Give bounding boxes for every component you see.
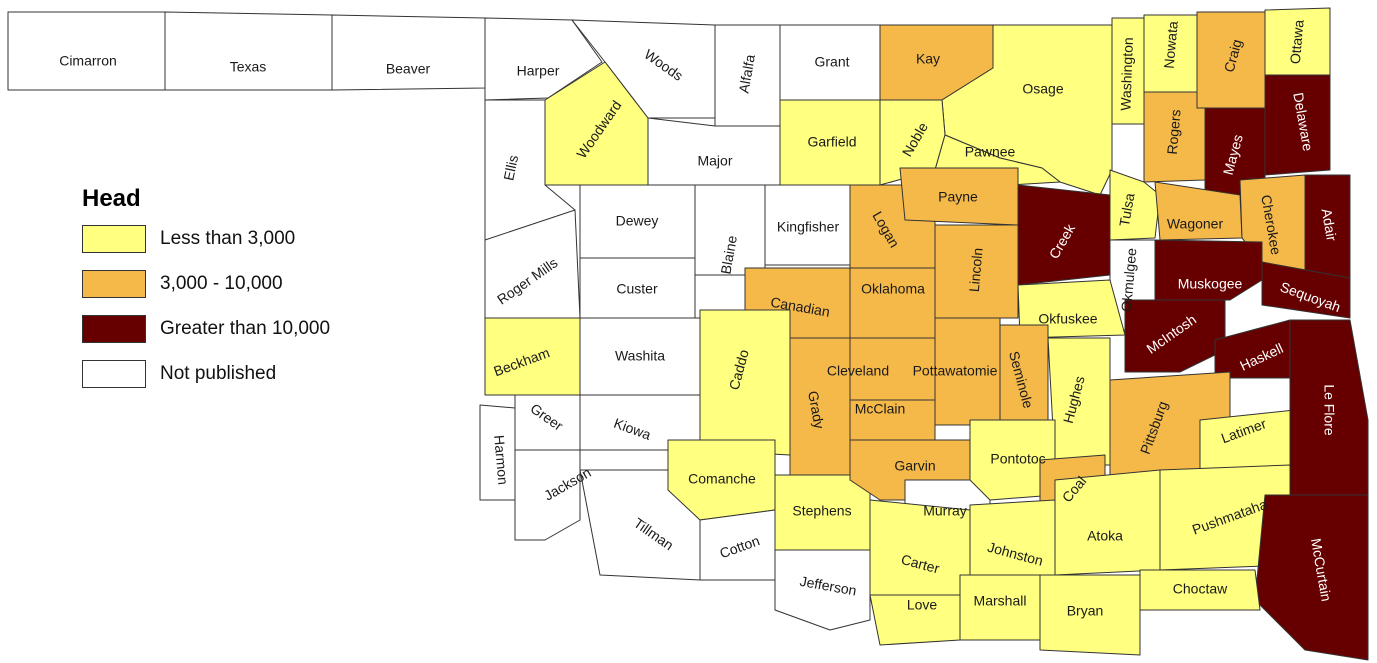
- legend-swatch-low: [82, 225, 146, 253]
- legend-swatch-mid: [82, 270, 146, 298]
- county-choctaw: [1139, 569, 1261, 611]
- county-label-adair: Adair: [1319, 207, 1340, 242]
- county-caddo: [699, 309, 791, 456]
- county-label-pontotoc: Pontotoc: [990, 451, 1045, 467]
- county-label-pottawatomie: Pottawatomie: [913, 363, 998, 379]
- county-label-alfalfa: Alfalfa: [735, 53, 758, 94]
- county-label-dewey: Dewey: [616, 213, 659, 229]
- county-label-garfield: Garfield: [807, 134, 856, 150]
- county-jefferson: [774, 549, 871, 631]
- county-label-marshall: Marshall: [974, 593, 1027, 609]
- legend-label-high: Greater than 10,000: [160, 318, 331, 339]
- legend-label-not-published: Not published: [160, 363, 277, 384]
- county-label-ellis: Ellis: [500, 154, 521, 182]
- county-label-payne: Payne: [938, 189, 978, 205]
- county-major: [647, 117, 781, 186]
- county-bryan: [1039, 574, 1141, 656]
- county-label-wagoner: Wagoner: [1167, 216, 1224, 232]
- county-label-okmulgee: Okmulgee: [1118, 247, 1140, 312]
- county-beaver: [331, 14, 486, 91]
- legend-item-not-published: Not published: [82, 360, 330, 388]
- legend-item-high: Greater than 10,000: [82, 315, 330, 343]
- county-woods: [571, 19, 716, 119]
- county-label-osage: Osage: [1022, 81, 1063, 97]
- legend-label-low: Less than 3,000: [160, 228, 296, 249]
- legend: Head Less than 3,000 3,000 - 10,000 Grea…: [82, 185, 330, 405]
- county-oklahoma: [849, 267, 936, 339]
- legend-item-low: Less than 3,000: [82, 225, 330, 253]
- county-jackson: [514, 449, 581, 541]
- county-label-cimarron: Cimarron: [59, 53, 117, 69]
- county-label-nowata: Nowata: [1161, 20, 1181, 69]
- county-harper: [484, 17, 603, 101]
- county-label-murray: Murray: [923, 503, 967, 519]
- county-label-choctaw: Choctaw: [1173, 581, 1228, 597]
- county-label-okfuskee: Okfuskee: [1038, 311, 1097, 327]
- county-cimarron: [7, 11, 166, 91]
- county-label-oklahoma: Oklahoma: [861, 281, 925, 297]
- county-label-pawnee: Pawnee: [965, 144, 1016, 160]
- county-mccurtain: [1254, 494, 1369, 661]
- county-label-cleveland: Cleveland: [827, 363, 889, 379]
- county-label-harmon: Harmon: [491, 434, 511, 485]
- legend-label-mid: 3,000 - 10,000: [160, 273, 283, 294]
- county-label-texas: Texas: [230, 59, 267, 75]
- county-label-le-flore: Le Flore: [1321, 384, 1337, 436]
- county-label-atoka: Atoka: [1087, 528, 1123, 544]
- legend-title: Head: [82, 185, 141, 212]
- county-label-blaine: Blaine: [717, 234, 740, 275]
- legend-swatch-high: [82, 315, 146, 343]
- county-mcintosh: [1124, 299, 1226, 373]
- county-label-love: Love: [907, 597, 938, 613]
- county-label-tulsa: Tulsa: [1116, 192, 1138, 228]
- county-label-ottawa: Ottawa: [1287, 19, 1307, 65]
- county-label-comanche: Comanche: [688, 471, 756, 487]
- county-label-beaver: Beaver: [386, 61, 431, 77]
- county-latimer: [1199, 409, 1296, 471]
- county-label-grant: Grant: [814, 54, 849, 70]
- county-label-major: Major: [697, 153, 732, 169]
- county-delaware: [1264, 74, 1331, 176]
- county-lincoln: [934, 224, 1019, 319]
- county-label-washington: Washington: [1117, 37, 1136, 111]
- county-johnston: [969, 499, 1056, 576]
- county-label-bryan: Bryan: [1067, 603, 1104, 619]
- county-sequoyah: [1261, 261, 1351, 319]
- county-label-kay: Kay: [916, 51, 940, 67]
- county-label-garvin: Garvin: [894, 458, 935, 474]
- county-label-rogers: Rogers: [1164, 109, 1184, 155]
- county-label-custer: Custer: [616, 281, 658, 297]
- county-label-washita: Washita: [615, 348, 665, 364]
- legend-item-mid: 3,000 - 10,000: [82, 270, 330, 298]
- county-label-grady: Grady: [805, 390, 827, 430]
- county-label-harper: Harper: [517, 63, 560, 79]
- county-label-lincoln: Lincoln: [966, 247, 986, 293]
- legend-swatch-not-published: [82, 360, 146, 388]
- county-texas: [164, 11, 333, 91]
- county-label-kingfisher: Kingfisher: [777, 219, 840, 235]
- county-label-muskogee: Muskogee: [1178, 276, 1243, 292]
- county-label-mcclain: McClain: [855, 401, 906, 417]
- county-label-stephens: Stephens: [792, 503, 851, 519]
- county-muskogee: [1154, 239, 1263, 301]
- county-pontotoc: [969, 419, 1056, 501]
